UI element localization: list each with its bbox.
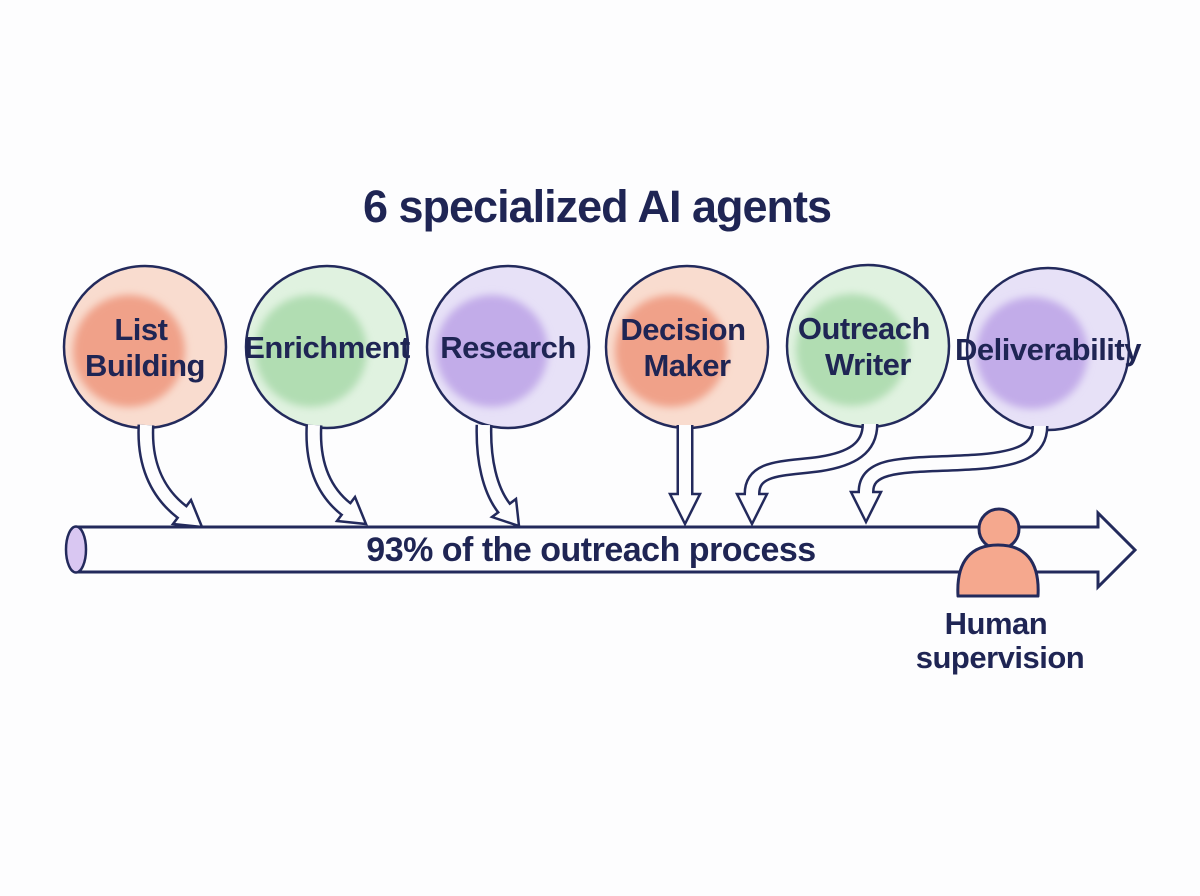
agent-label: Deliverability [955,332,1142,367]
agent-circle-inner [73,295,185,407]
agent-circle-research: Research [425,264,591,430]
agent-label: Outreach Writer [798,311,938,382]
agent-circle-inner [976,297,1088,409]
flow-arrow-deliverability [848,425,1049,525]
agent-circle-decision-maker: Decision Maker [604,264,770,430]
page-title: 6 specialized AI agents [363,181,831,232]
process-bar-label: 93% of the outreach process [366,531,815,569]
process-bar-arrow [74,509,1138,591]
agent-circle-inner [796,294,908,406]
agent-circle-enrichment: Enrichment [244,264,410,430]
agent-circle-list-building: List Building [62,264,228,430]
process-bar: 93% of the outreach process [64,509,1138,591]
process-bar-cap [64,525,88,574]
human-supervision-label: Human supervision [916,606,1085,675]
agent-label: Enrichment [244,330,410,365]
human-body [956,543,1040,598]
agent-circle-inner [615,295,727,407]
agent-circle-inner [436,295,548,407]
agent-circle-inner [255,295,367,407]
flow-arrow-decision-maker [667,425,703,527]
human-figure-icon [956,507,1040,598]
human-head [977,507,1021,551]
agent-circle-outreach-writer: Outreach Writer [785,263,951,429]
flow-arrow-outreach-writer [734,423,879,527]
agent-circle-deliverability: Deliverability [955,266,1143,432]
flow-arrow-list-building [137,424,204,529]
flow-arrow-enrichment [305,424,368,526]
agent-label: Research [440,330,576,365]
agent-label: Decision Maker [620,312,753,383]
agent-label: List Building [85,312,205,383]
flow-arrow-research [475,424,521,528]
